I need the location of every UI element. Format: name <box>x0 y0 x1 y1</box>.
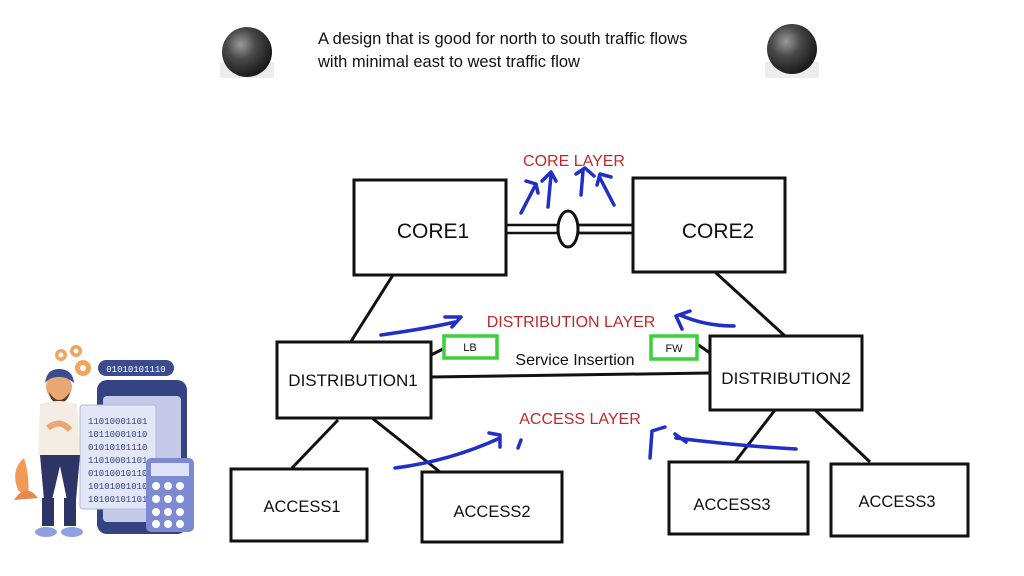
decorative-ball-right <box>765 24 819 78</box>
core2-dist2-link <box>713 270 787 338</box>
dist1-dist2-link <box>430 371 711 379</box>
dist2-access3-left-link <box>733 409 777 463</box>
access1-box <box>229 467 369 543</box>
slide-headline: A design that is good for north to south… <box>318 28 758 74</box>
access3-right-label: ACCESS3 <box>858 493 935 511</box>
core-layer-label: CORE LAYER <box>523 153 625 170</box>
lb-box <box>442 334 499 360</box>
dist1-access2-link <box>371 416 441 474</box>
distribution2-label: DISTRIBUTION2 <box>721 369 850 388</box>
dist2-access3-right-link <box>813 408 872 464</box>
distribution1-label: DISTRIBUTION1 <box>288 371 417 390</box>
svg-text:10110001010: 10110001010 <box>88 430 147 440</box>
core-arrow-2 <box>540 170 558 209</box>
service-insertion-label: Service Insertion <box>515 352 634 369</box>
svg-text:01010101110: 01010101110 <box>88 443 147 453</box>
fw-box <box>649 334 699 361</box>
gear-icon <box>55 345 91 376</box>
binary-tag: 01010101110 <box>106 365 165 375</box>
core-arrow-1 <box>519 179 540 215</box>
core1-dist1-link <box>348 274 395 344</box>
core2-label: CORE2 <box>682 220 754 243</box>
core1-box <box>352 178 508 277</box>
distribution2-box <box>708 334 864 412</box>
svg-text:01010010110: 01010010110 <box>88 469 147 479</box>
lb-dist1-link <box>430 347 444 357</box>
access3-right-box <box>829 462 970 538</box>
access2-box <box>420 470 564 544</box>
svg-text:10101001010: 10101001010 <box>88 482 147 492</box>
dist-arrow-left <box>379 315 463 337</box>
dist-arrow-right <box>674 309 736 331</box>
access2-label: ACCESS2 <box>453 503 530 521</box>
distribution-layer-label: DISTRIBUTION LAYER <box>487 314 656 331</box>
dist1-access1-link <box>290 418 340 470</box>
distribution1-box <box>275 340 433 420</box>
decorative-ball-left <box>220 27 274 78</box>
traffic-arrows <box>379 166 798 470</box>
core1-label: CORE1 <box>397 220 469 243</box>
lb-label: LB <box>463 342 476 354</box>
core-arrow-3 <box>574 166 596 197</box>
calculator-icon <box>146 458 194 532</box>
binary-rows: 11010001101 10110001010 01010101110 1101… <box>88 417 147 505</box>
binary-tag-bg <box>98 360 174 376</box>
core-arrow-4 <box>595 172 616 207</box>
binary-sheet <box>79 404 157 510</box>
fw-label: FW <box>665 343 683 355</box>
fw-dist2-link <box>696 342 711 355</box>
port-channel-ellipse <box>556 209 580 249</box>
headline-line-1: A design that is good for north to south… <box>318 30 688 48</box>
developer-illustration: 01010101110 11010001101 10110001010 0101… <box>14 345 194 537</box>
access3-left-label: ACCESS3 <box>693 496 770 514</box>
access-layer-label: ACCESS LAYER <box>519 411 641 428</box>
access-arrow-left <box>393 431 523 470</box>
access-arrow-right <box>648 425 798 460</box>
svg-text:11010001101: 11010001101 <box>88 456 147 466</box>
core2-box <box>631 176 787 274</box>
access1-label: ACCESS1 <box>263 498 340 516</box>
svg-text:11010001101: 11010001101 <box>88 417 147 427</box>
connection-lines <box>290 270 872 474</box>
person <box>14 368 83 537</box>
access3-left-box <box>667 460 810 536</box>
core-port-channel <box>507 209 633 249</box>
svg-text:10100101101: 10100101101 <box>88 495 147 505</box>
headline-line-2: with minimal east to west traffic flow <box>318 53 580 71</box>
